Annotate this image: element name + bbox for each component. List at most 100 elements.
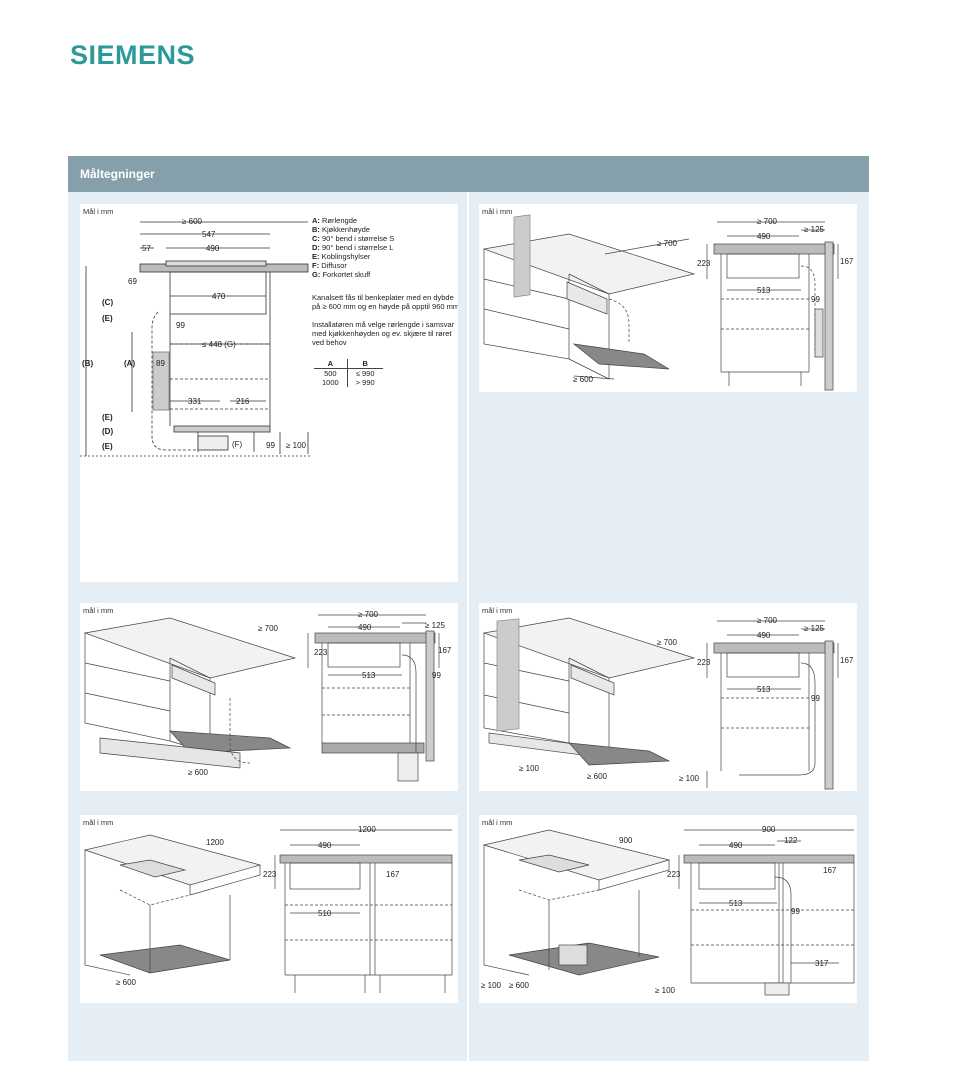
dim-label: ≥ 700	[258, 624, 279, 633]
panel-label: Mål i mm	[83, 207, 114, 216]
side-label: (E)	[102, 314, 113, 323]
note-installer: Installatøren må velge rørlengde i samsv…	[312, 320, 455, 347]
legend-item: G: Forkortet skuff	[312, 270, 371, 279]
side-label: (A)	[124, 359, 135, 368]
hob-top	[165, 260, 267, 267]
legend-item: D: 90° bend i størrelse L	[312, 243, 394, 252]
dim-label: 900	[619, 836, 633, 845]
dim-label: 99	[811, 295, 820, 304]
dim-label: 57	[142, 244, 151, 253]
dim-label: 99	[176, 321, 185, 330]
dim-label: 490	[757, 631, 771, 640]
dim-label: 490	[206, 244, 220, 253]
dim-label: ≥ 125	[804, 225, 825, 234]
dim-label: 223	[697, 259, 711, 268]
dim-label: ≥ 700	[657, 638, 678, 647]
dim-label: 510	[318, 909, 332, 918]
dim-label: 470	[212, 292, 226, 301]
plinth-duct-drawing: ≥ 700 ≥ 600 ≥ 700 ≥ 125 490 223 167 513 …	[83, 610, 452, 782]
wall-duct-drawing: ≥ 700 ≥ 600 ≥ 700 ≥ 125 490 223 167 513 …	[482, 214, 854, 391]
legend-item: C: 90° bend i størrelse S	[312, 234, 395, 243]
dim-label: 513	[757, 685, 771, 694]
legend-item: E: Koblingshylser	[312, 252, 371, 261]
dim-label: 490	[358, 623, 372, 632]
dim-label: 1200	[358, 825, 376, 834]
dim-label: 547	[202, 230, 216, 239]
dim-label: ≥ 100	[519, 764, 540, 773]
panel-plinth-wall-duct: mål i mm	[479, 603, 857, 791]
legend-item: B: Kjøkkenhøyde	[312, 225, 370, 234]
dim-label: 216	[236, 397, 250, 406]
dim-label: 167	[840, 257, 854, 266]
dim-label: 99	[266, 441, 275, 450]
dim-label: (F)	[232, 440, 243, 449]
duct-pipe	[152, 351, 170, 411]
dim-label: 490	[757, 232, 771, 241]
panel-label: mål i mm	[83, 606, 114, 615]
island-duct-drawing: 900 ≥ 600 ≥ 100 900 490 122 223 167 513 …	[481, 825, 855, 996]
plinth-wall-duct-drawing: ≥ 700 ≥ 600 ≥ 100 ≥ 700 ≥ 125 490 223 16…	[482, 616, 854, 790]
panel-label: mål i mm	[482, 606, 513, 615]
dim-label: 1200	[206, 838, 224, 847]
dim-label: ≥ 600	[509, 981, 530, 990]
diffuser	[197, 435, 229, 451]
panel-installation-overview: Mål i mm	[80, 204, 458, 582]
dim-label: 167	[386, 870, 400, 879]
wall	[824, 241, 834, 391]
dim-label: ≥ 100	[679, 774, 700, 783]
side-label: (B)	[82, 359, 93, 368]
hob-body	[169, 271, 267, 315]
dim-label: ≥ 125	[804, 624, 825, 633]
dim-label: 490	[318, 841, 332, 850]
side-label: (E)	[102, 442, 113, 451]
dim-label: 317	[815, 959, 829, 968]
side-label: (E)	[102, 413, 113, 422]
dim-label: 490	[729, 841, 743, 850]
dim-label: ≥ 700	[757, 616, 778, 625]
dim-label: 69	[128, 277, 137, 286]
section-title: Måltegninger	[80, 167, 155, 181]
dim-label: 513	[362, 671, 376, 680]
panel-wall-duct: mål i mm	[479, 204, 857, 392]
siemens-logo: SIEMENS	[70, 40, 196, 70]
dim-label: 331	[188, 397, 202, 406]
section-header: Måltegninger	[68, 156, 869, 192]
legend-item: F: Diffusor	[312, 261, 347, 270]
note-duct-kit: Kanalsett fås til benkeplater med en dyb…	[312, 293, 458, 311]
panel-island-duct: mål i mm	[479, 815, 857, 1003]
column-divider	[467, 192, 469, 1061]
dim-label: ≥ 125	[425, 621, 446, 630]
dim-label: ≥ 100	[655, 986, 676, 995]
dim-label: 223	[314, 648, 328, 657]
panel-plinth-duct: mål i mm	[80, 603, 458, 791]
dim-label: 99	[791, 907, 800, 916]
dim-label: ≥ 600	[116, 978, 137, 987]
dim-label: ≥ 600	[573, 375, 594, 384]
dim-label: 223	[263, 870, 277, 879]
dim-label: 167	[438, 646, 452, 655]
panel-island-recirculation: mål i mm	[80, 815, 458, 1003]
dim-label: 167	[823, 866, 837, 875]
dimension-drawings-section: Måltegninger Mål i mm	[68, 156, 869, 1061]
dim-label: 99	[811, 694, 820, 703]
dim-label: 99	[432, 671, 441, 680]
dim-label: ≥ 100	[481, 981, 502, 990]
dim-label: ≥ 100	[286, 441, 307, 450]
panel-label: mål i mm	[83, 818, 114, 827]
dim-label: 89	[156, 359, 165, 368]
side-label: (D)	[102, 427, 113, 436]
dim-label: ≥ 700	[657, 239, 678, 248]
legend: A: Rørlengde B: Kjøkkenhøyde C: 90° bend…	[312, 216, 458, 387]
panel-label: mål i mm	[482, 818, 513, 827]
panel-label: mål i mm	[482, 207, 513, 216]
legend-item: A: Rørlengde	[312, 216, 358, 225]
dim-label: 167	[840, 656, 854, 665]
dim-label: ≥ 600	[188, 768, 209, 777]
installation-overview-drawing: ≥ 600 547 57 490 69 470 99 ≤ 448 (G) 89 …	[80, 217, 310, 457]
dim-label: 513	[757, 286, 771, 295]
dim-label: ≥ 700	[358, 610, 379, 619]
dim-label: 900	[762, 825, 776, 834]
dim-label: 223	[667, 870, 681, 879]
dim-label: ≤ 448 (G)	[202, 340, 236, 349]
